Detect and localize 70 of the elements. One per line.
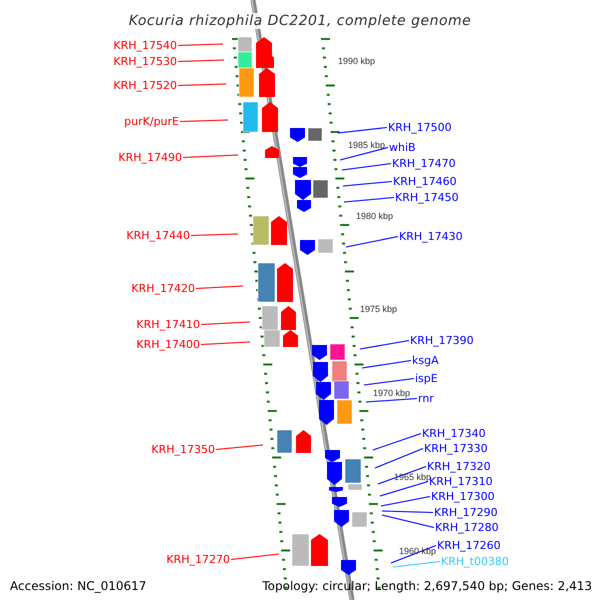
leader-line (346, 236, 398, 248)
gene-label: KRH_17440 (126, 229, 190, 242)
gene-label: KRH_17270 (166, 553, 230, 566)
gene-label: rnr (418, 392, 434, 405)
position-label: 1990 kbp (338, 57, 376, 66)
gene-label: KRH_17290 (434, 506, 498, 519)
gene-label: KRH_t00380 (441, 555, 509, 568)
position-label: 1970 kbp (373, 389, 410, 398)
leader-line (390, 545, 436, 564)
position-label: 1960 kbp (399, 547, 436, 556)
leader-line (180, 120, 228, 122)
gene-label: KRH_17300 (431, 490, 495, 503)
leader-line (190, 234, 238, 236)
leader-line (380, 496, 430, 506)
leader-line (196, 286, 244, 289)
gene-label: KRH_17530 (113, 55, 177, 68)
gene-label: KRH_17520 (113, 79, 177, 92)
leader-line (374, 448, 424, 468)
leader-line (178, 84, 226, 86)
leader-line (366, 398, 418, 402)
leader-line (178, 60, 224, 62)
gene-label: purK/purE (124, 115, 179, 128)
position-label: 1975 kbp (360, 305, 398, 314)
leader-line (182, 154, 238, 158)
gene-label: KRH_17340 (422, 427, 486, 440)
leader-line (342, 163, 392, 170)
gene-label: KRH_17390 (410, 334, 474, 347)
leader-line (360, 340, 410, 350)
gene-label: KRH_17460 (393, 175, 457, 188)
info-text: Topology: circular; Length: 2,697,540 bp; Genes: 2,413 (262, 579, 592, 593)
gene-label: KRH_17490 (118, 151, 182, 164)
leader-line (216, 444, 264, 450)
leader-line (200, 342, 250, 345)
gene-label: KRH_17310 (429, 475, 493, 488)
leader-line (200, 322, 250, 325)
leader-line (382, 510, 434, 513)
gene-label: KRH_17500 (388, 121, 452, 134)
gene-label: ispE (415, 372, 438, 385)
gene-label: KRH_17430 (399, 230, 463, 243)
leader-line (338, 127, 388, 134)
gene-label: whiB (389, 141, 416, 154)
info-text: Accession: NC_010617 (10, 579, 146, 593)
leader-line (344, 197, 394, 202)
gene-label: KRH_17470 (392, 157, 456, 170)
leader-line (372, 433, 422, 450)
gene-label: KRH_17420 (131, 282, 195, 295)
gene-label: KRH_17330 (424, 442, 488, 455)
leader-line (378, 466, 426, 484)
leader-line (342, 181, 392, 186)
gene-label: KRH_17400 (136, 338, 200, 351)
leader-line (382, 514, 434, 528)
leader-line (364, 378, 414, 386)
title: Kocuria rhizophila DC2201, complete genome (128, 13, 472, 29)
leader-line (230, 554, 280, 560)
leader-line (340, 147, 388, 160)
position-label: 1965 kbp (394, 473, 432, 482)
position-label: 1980 kbp (356, 212, 394, 221)
leader-line (380, 481, 428, 496)
leader-line (392, 561, 440, 568)
leader-line (178, 44, 224, 46)
gene-label: KRH_17350 (151, 443, 215, 456)
gene-label: KRH_17320 (427, 460, 491, 473)
gene-label: KRH_17410 (136, 318, 200, 331)
gene-label: KRH_17540 (113, 39, 177, 52)
gene-label: KRH_17280 (435, 521, 499, 534)
gene-label: KRH_17450 (395, 191, 459, 204)
gene-label: KRH_17260 (437, 539, 501, 552)
position-label: 1985 kbp (348, 141, 386, 150)
leader-line (362, 360, 412, 368)
gene-label: ksgA (412, 354, 439, 367)
